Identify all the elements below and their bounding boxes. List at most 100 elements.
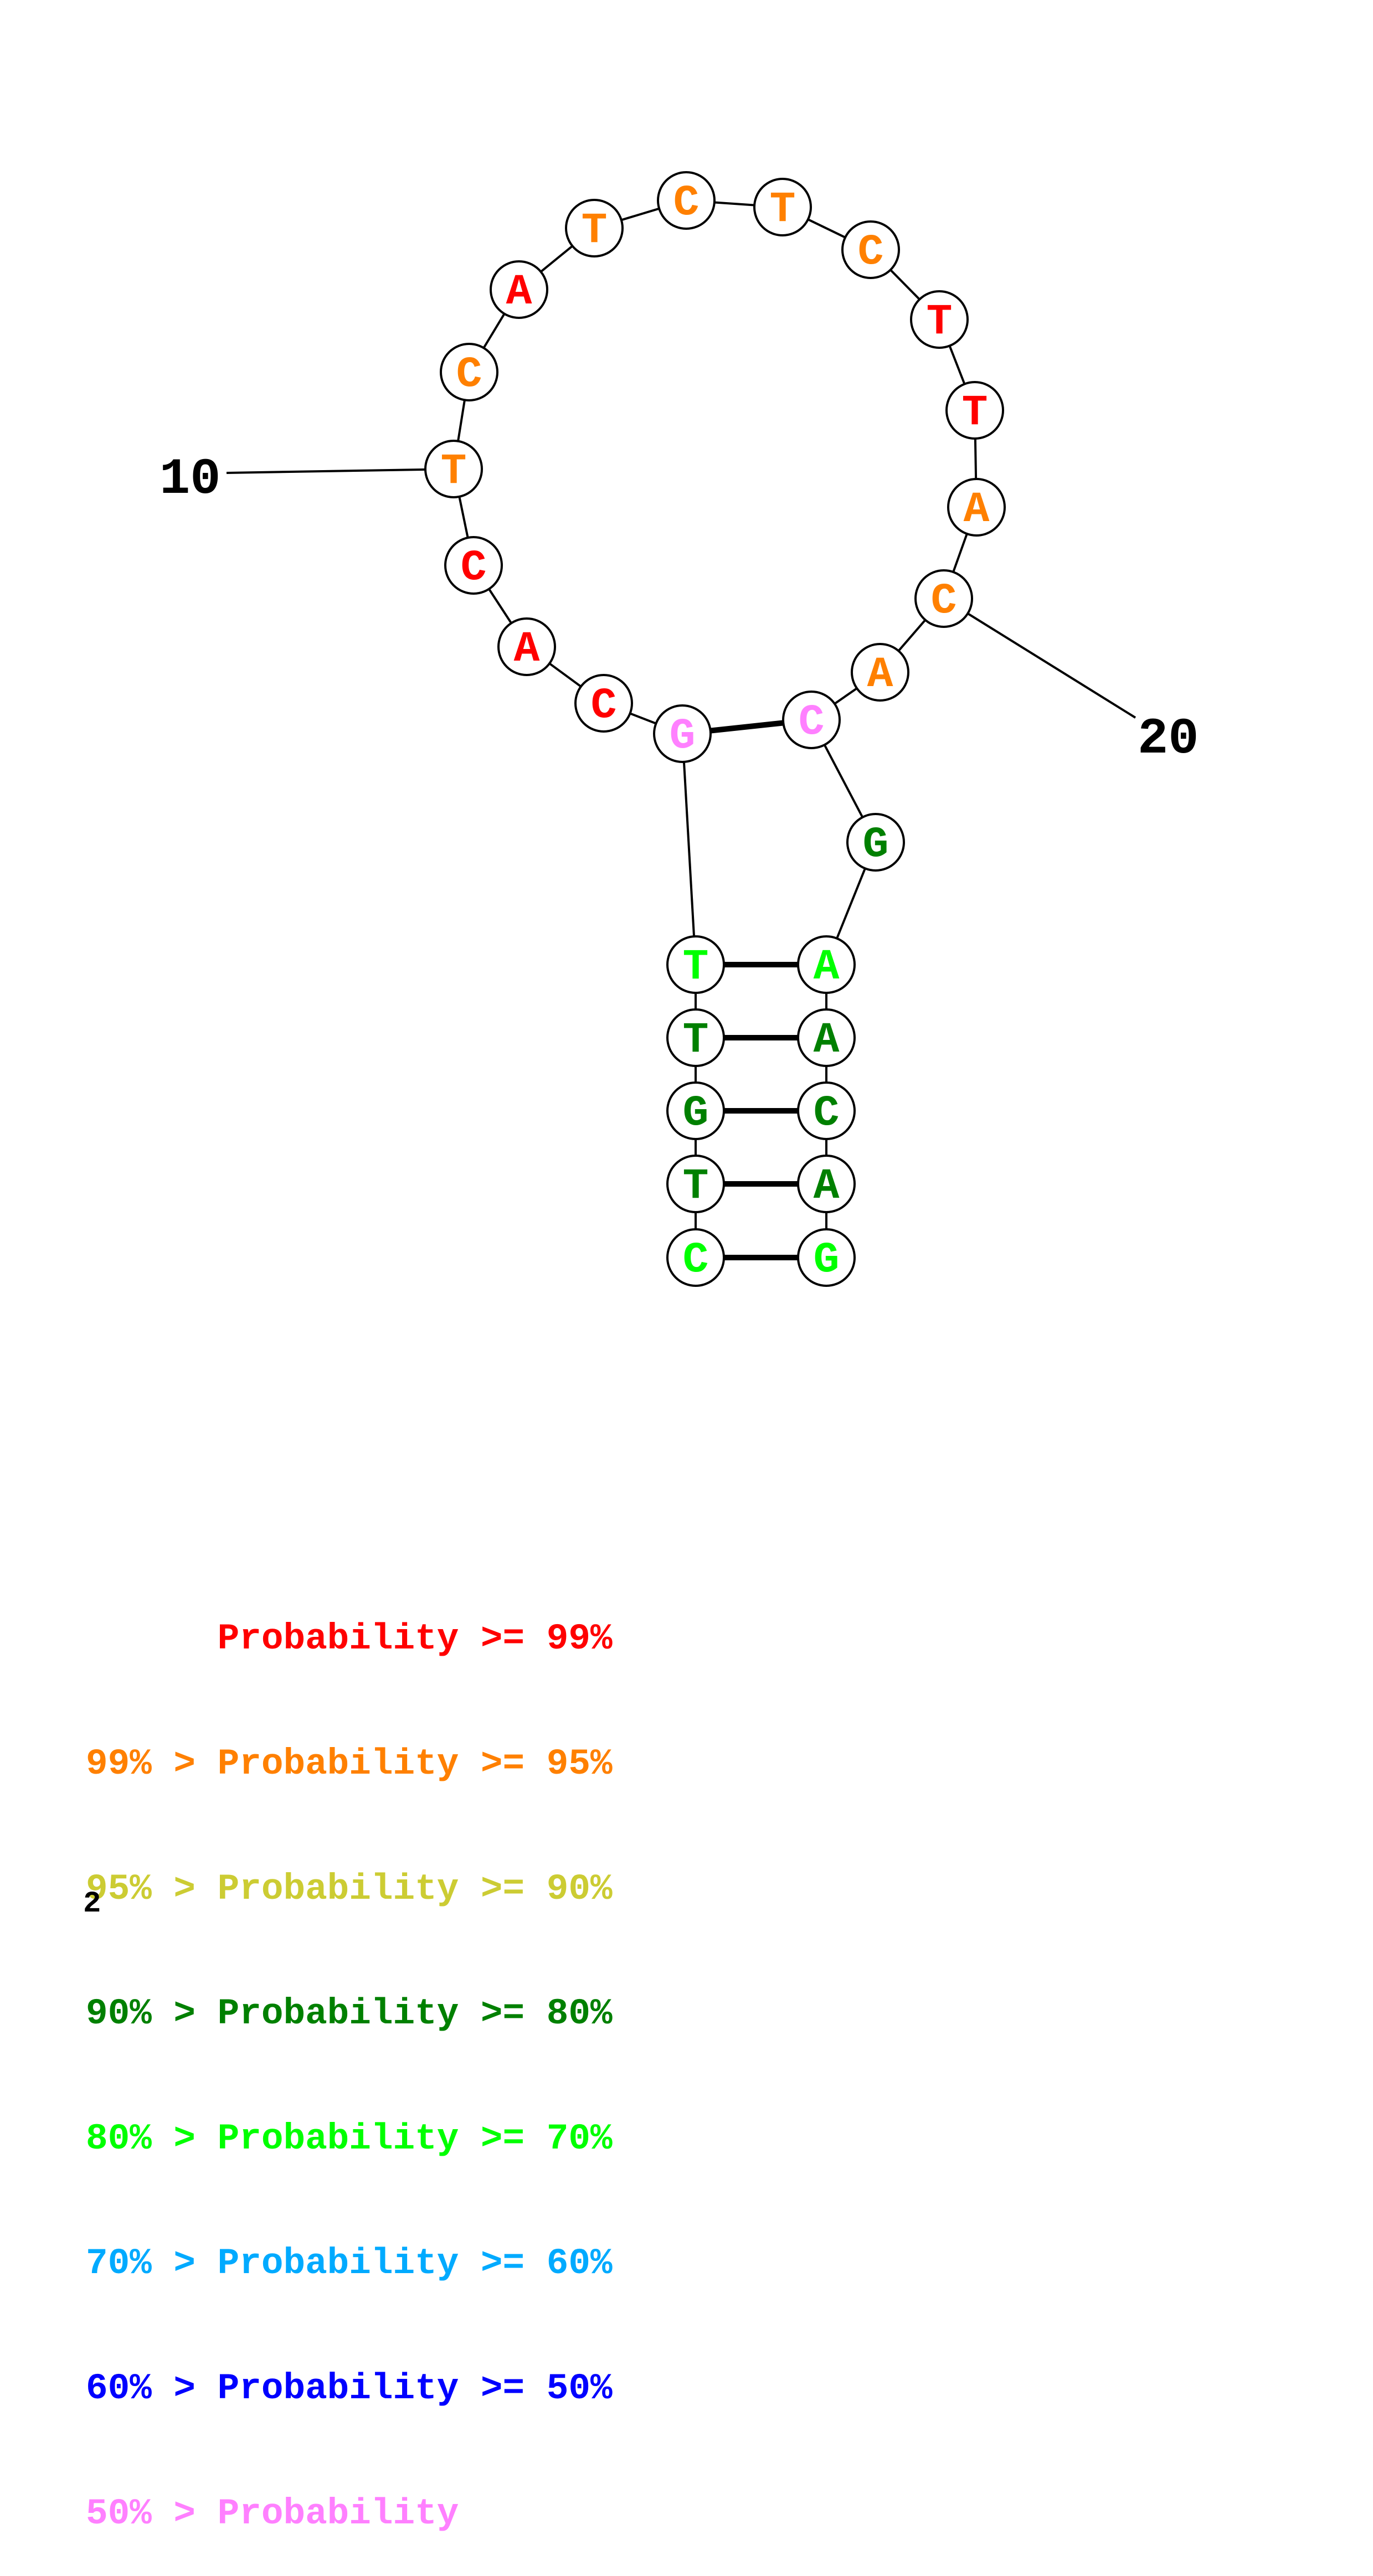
position-label-10: 10 <box>160 450 220 508</box>
nucleotide-28: G <box>797 1228 856 1287</box>
nucleotide-circle <box>846 813 905 872</box>
nucleotide-circle <box>797 935 856 994</box>
position-label-layer: 10 20 <box>160 450 1199 768</box>
nucleotide-circle <box>797 1081 856 1140</box>
page-number: 2 <box>83 1887 101 1921</box>
legend-line-p95: 99% > Probability >= 95% <box>86 1743 613 1785</box>
nucleotide-base: G <box>863 821 889 869</box>
nucleotide-24: A <box>797 935 856 994</box>
nucleotide-10: T <box>424 440 483 498</box>
nucleotide-base: T <box>683 1162 709 1211</box>
legend-line-p60: 70% > Probability >= 60% <box>86 2243 613 2285</box>
nucleotide-circle <box>497 617 556 676</box>
nucleotide-circle <box>440 343 498 401</box>
nucleotide-27: A <box>797 1155 856 1213</box>
nucleotide-base: C <box>814 1089 840 1138</box>
nucleotide-base: G <box>814 1236 840 1285</box>
nucleotide-base: C <box>683 1236 709 1285</box>
nucleotide-base: C <box>858 228 884 277</box>
legend-line-p90: 95% > Probability >= 90% <box>86 1868 613 1910</box>
nucleotide-circle <box>841 220 900 279</box>
nucleotide-base: A <box>964 486 990 534</box>
nucleotide-base: T <box>582 207 608 255</box>
legend-line-p80: 90% > Probability >= 80% <box>86 1993 613 2035</box>
nucleotide-5: T <box>666 935 725 994</box>
nucleotide-base: A <box>867 651 893 699</box>
legend-line-p70: 80% > Probability >= 70% <box>86 2118 613 2160</box>
nucleotide-base: C <box>591 682 617 730</box>
nucleotide-18: T <box>945 381 1004 440</box>
nucleotide-base: T <box>927 298 953 347</box>
nucleotide-circle <box>851 643 909 702</box>
nucleotide-base: G <box>670 712 696 761</box>
nucleotide-circle <box>424 440 483 498</box>
nucleotide-1: C <box>666 1228 725 1287</box>
nucleotide-circle <box>666 935 725 994</box>
nucleotide-base: T <box>770 186 796 234</box>
nucleotide-16: C <box>841 220 900 279</box>
nucleotide-circle <box>666 1228 725 1287</box>
nucleotide-3: G <box>666 1081 725 1140</box>
probability-legend: Probability >= 99% 99% > Probability >= … <box>86 1535 613 2576</box>
nucleotide-circle <box>797 1228 856 1287</box>
legend-line-plow: 50% > Probability <box>86 2492 459 2534</box>
nucleotide-26: C <box>797 1081 856 1140</box>
position-label-leader <box>226 468 454 474</box>
nucleotide-base: A <box>814 943 840 992</box>
legend-line-p99: Probability >= 99% <box>86 1618 613 1660</box>
nucleotide-circle <box>947 478 1006 537</box>
nucleotide-base: A <box>506 268 532 317</box>
nucleotide-circle <box>666 1155 725 1213</box>
nucleotide-7: C <box>574 674 633 733</box>
nucleotide-circle <box>910 290 969 349</box>
nucleotide-circle <box>797 1008 856 1067</box>
nucleotide-25: A <box>797 1008 856 1067</box>
nucleotide-23: G <box>846 813 905 872</box>
nucleotide-circle <box>666 1081 725 1140</box>
nucleotide-base: T <box>962 389 988 437</box>
nucleotide-base: C <box>456 351 482 399</box>
position-label-leader <box>943 597 1137 719</box>
nucleotide-circle <box>753 178 812 236</box>
nucleotide-14: C <box>657 171 716 230</box>
nucleotide-circle <box>657 171 716 230</box>
nucleotide-base: A <box>814 1016 840 1065</box>
nucleotide-base: C <box>673 179 700 228</box>
legend-line-p50: 60% > Probability >= 50% <box>86 2367 613 2409</box>
nucleotide-base: C <box>931 577 957 626</box>
nucleotide-2: T <box>666 1155 725 1213</box>
nucleotide-base: C <box>461 544 487 593</box>
nucleotide-base: G <box>683 1089 709 1138</box>
nucleotide-9: C <box>444 536 503 595</box>
nucleotide-circle <box>574 674 633 733</box>
nucleotide-circle <box>782 691 841 749</box>
nucleotide-base: C <box>799 698 825 747</box>
nucleotide-circle <box>914 569 973 628</box>
nucleotide-base: A <box>814 1162 840 1211</box>
nucleotide-21: A <box>851 643 909 702</box>
nucleotide-19: A <box>947 478 1006 537</box>
nucleotide-8: A <box>497 617 556 676</box>
nucleotide-base: A <box>514 625 540 674</box>
nucleotide-12: A <box>490 260 548 319</box>
nucleotide-circle <box>797 1155 856 1213</box>
nucleotide-13: T <box>565 199 624 257</box>
nucleotide-11: C <box>440 343 498 401</box>
nucleotide-circle <box>490 260 548 319</box>
nucleotide-6: G <box>653 704 712 763</box>
nucleotide-22: C <box>782 691 841 749</box>
nucleotide-base: T <box>683 943 709 992</box>
nucleotide-circle <box>565 199 624 257</box>
nucleotide-circle <box>666 1008 725 1067</box>
backbone-link <box>681 733 697 965</box>
nucleotide-base: T <box>441 447 467 496</box>
nucleotide-circle <box>444 536 503 595</box>
nucleotide-15: T <box>753 178 812 236</box>
nucleotide-17: T <box>910 290 969 349</box>
nucleotide-base: T <box>683 1016 709 1065</box>
nucleotide-circle <box>653 704 712 763</box>
position-label-20: 20 <box>1138 710 1199 768</box>
nucleotide-4: T <box>666 1008 725 1067</box>
